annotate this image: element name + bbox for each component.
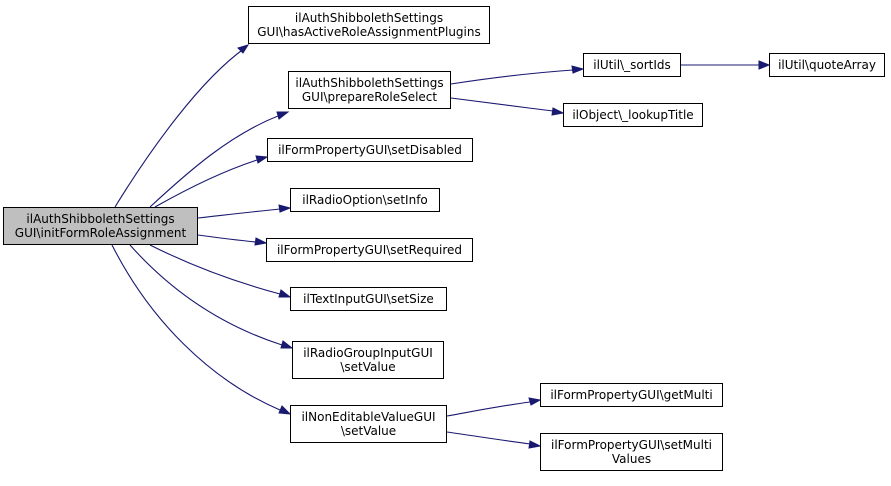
node-object-lookup-title[interactable]: ilObject\_lookupTitle (563, 103, 703, 127)
node-set-size-label: ilTextInputGUI\setSize (303, 292, 434, 306)
node-text-input-set-size[interactable]: ilTextInputGUI\setSize (290, 287, 447, 311)
node-prepare-role-line1: ilAuthShibbolethSettings (295, 76, 444, 90)
node-set-required-label: ilFormPropertyGUI\setRequired (276, 243, 463, 257)
edge-noneditable-to-get-multi (446, 401, 531, 417)
node-util-sort-ids[interactable]: ilUtil\_sortIds (583, 53, 681, 77)
node-get-multi-label: ilFormPropertyGUI\getMulti (550, 388, 713, 402)
arrowhead-lookup-title (551, 107, 565, 116)
edge-root-to-set-size (149, 244, 281, 295)
node-prepare-role-select[interactable]: ilAuthShibbolethSettings GUI\prepareRole… (288, 71, 451, 109)
node-init-form-role-assignment: ilAuthShibbolethSettings GUI\initFormRol… (3, 207, 198, 245)
node-noneditable-line1: ilNonEditableValueGUI (301, 410, 436, 424)
arrowhead-quote-array (758, 60, 771, 70)
node-has-active-line1: ilAuthShibbolethSettings (294, 11, 444, 25)
arrowhead-set-multi-values (528, 440, 542, 449)
node-radio-set-value-line1: ilRadioGroupInputGUI (303, 346, 433, 360)
arrowhead-radio-set-value (280, 340, 294, 349)
node-quote-array-label: ilUtil\quoteArray (778, 58, 876, 72)
node-set-info-label: ilRadioOption\setInfo (302, 193, 428, 207)
node-set-disabled[interactable]: ilFormPropertyGUI\setDisabled (267, 138, 473, 162)
arrowhead-prepare-role (276, 111, 290, 120)
node-non-editable-set-value[interactable]: ilNonEditableValueGUI \setValue (290, 405, 447, 443)
edge-root-to-set-disabled (154, 159, 258, 208)
edge-root-to-has-active (114, 47, 246, 208)
node-radio-option-set-info[interactable]: ilRadioOption\setInfo (290, 188, 440, 212)
node-set-multi-values[interactable]: ilFormPropertyGUI\setMulti Values (540, 433, 723, 471)
arrowhead-has-active (237, 44, 250, 54)
node-util-quote-array[interactable]: ilUtil\quoteArray (769, 53, 885, 77)
node-sort-ids-label: ilUtil\_sortIds (593, 58, 671, 72)
node-noneditable-line2: \setValue (340, 424, 397, 438)
node-radio-group-set-value[interactable]: ilRadioGroupInputGUI \setValue (292, 341, 444, 379)
edge-root-to-prepare-role (149, 115, 279, 208)
edge-prepare-role-to-lookup-title (450, 97, 554, 112)
edge-root-to-noneditable-set-value (111, 244, 281, 411)
arrowhead-get-multi (528, 397, 542, 406)
edge-prepare-role-to-sort-ids (450, 69, 574, 85)
arrowhead-set-required (254, 237, 268, 246)
node-prepare-role-line2: GUI\prepareRoleSelect (301, 90, 438, 104)
node-set-required[interactable]: ilFormPropertyGUI\setRequired (266, 238, 473, 262)
edge-root-to-set-required (197, 234, 257, 243)
arrowhead-set-size (278, 289, 292, 298)
node-set-multi-values-line1: ilFormPropertyGUI\setMulti (550, 438, 712, 452)
node-has-active-role-assignment-plugins[interactable]: ilAuthShibbolethSettings GUI\hasActiveRo… (248, 6, 490, 44)
edge-noneditable-to-set-multi-values (446, 431, 531, 445)
node-has-active-line2: GUI\hasActiveRoleAssignmentPlugins (257, 25, 481, 39)
edge-root-to-set-info (197, 208, 281, 219)
node-init-form-role-assignment-line2: GUI\initFormRoleAssignment (14, 226, 187, 240)
node-init-form-role-assignment-line1: ilAuthShibbolethSettings (26, 212, 175, 226)
node-radio-set-value-line2: \setValue (340, 360, 396, 374)
node-get-multi[interactable]: ilFormPropertyGUI\getMulti (540, 383, 723, 407)
arrowhead-sort-ids (571, 65, 585, 74)
arrowhead-noneditable-set-value (278, 405, 292, 415)
node-set-multi-values-line2: Values (611, 452, 652, 466)
arrowhead-set-disabled (255, 155, 269, 164)
node-lookup-title-label: ilObject\_lookupTitle (572, 108, 694, 122)
arrowhead-set-info (278, 204, 292, 213)
edge-root-to-radio-set-value (129, 244, 283, 346)
node-set-disabled-label: ilFormPropertyGUI\setDisabled (278, 143, 462, 157)
